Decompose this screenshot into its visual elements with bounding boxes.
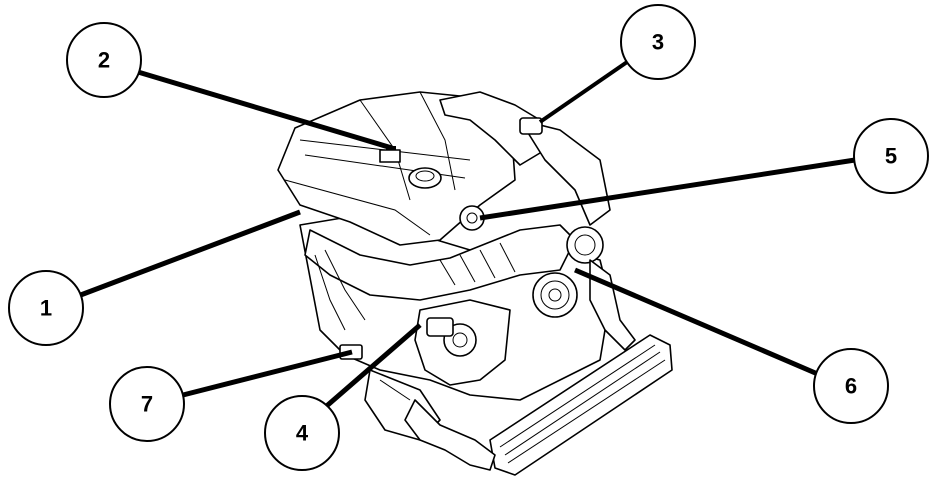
callout-label-7: 7: [141, 392, 153, 417]
callout-3: 3: [620, 4, 696, 80]
callout-1: 1: [8, 270, 84, 346]
intercooler-pipe: [404, 399, 496, 471]
callout-2: 2: [66, 22, 142, 98]
leader-line-4: [320, 323, 422, 412]
callout-label-3: 3: [652, 30, 664, 55]
leader-line-6: [574, 267, 821, 378]
callout-label-5: 5: [885, 144, 897, 169]
leader-line-7: [182, 349, 353, 398]
intake-tube-upper: [439, 91, 546, 166]
callout-label-6: 6: [845, 374, 857, 399]
callout-7: 7: [109, 366, 185, 442]
callout-label-2: 2: [98, 48, 110, 73]
sensor-3: [519, 117, 543, 135]
callout-5: 5: [853, 118, 929, 194]
intake-duct: [304, 224, 576, 301]
compressor-pulley: [532, 272, 578, 318]
callout-label-1: 1: [40, 296, 52, 321]
throttle-body: [566, 226, 604, 264]
leader-line-5: [479, 157, 856, 221]
leader-line-2: [137, 69, 393, 151]
engine-illustration: [277, 91, 673, 476]
leader-line-1: [77, 209, 301, 299]
callout-4: 4: [264, 395, 340, 471]
callout-label-4: 4: [296, 421, 309, 446]
callout-6: 6: [813, 348, 889, 424]
leader-line-3: [538, 58, 632, 124]
